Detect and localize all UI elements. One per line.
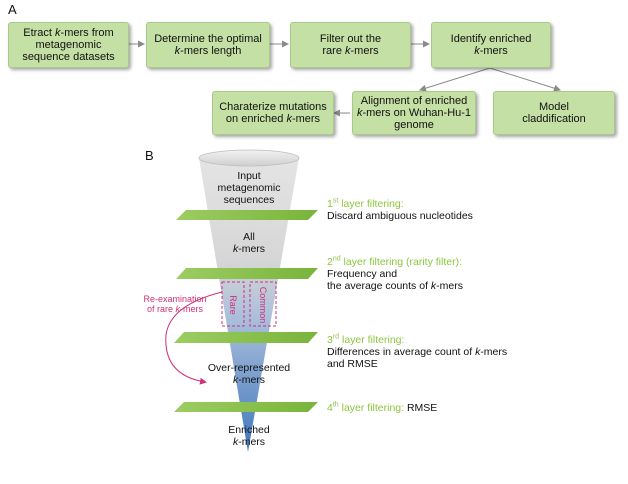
- step-optimal-length: Determine the optimal k-mers length: [146, 22, 270, 68]
- arrow-4-7: [489, 67, 561, 92]
- funnel-top-rim: [198, 149, 300, 167]
- stage-enriched: Enriched k-mers: [199, 424, 299, 448]
- layer-1-title: 1st layer filtering:: [327, 197, 404, 211]
- rare-region: [221, 281, 245, 327]
- stage-all-line1: All: [243, 231, 255, 243]
- panel-a-arrows: [129, 40, 561, 117]
- step-extract-kmers: Etract k-mers from metagenomic sequence …: [8, 22, 129, 68]
- stage-overrep-line2: k-mers: [232, 374, 266, 386]
- filter-plane-4: [174, 402, 318, 412]
- layer-4-desc: RMSE: [406, 402, 438, 414]
- reexamination-label: Re-examination of rare k-mers: [136, 294, 214, 314]
- step-1-line1: Etract k-mers from: [23, 27, 114, 39]
- step-alignment: Alignment of enriched k-mers on Wuhan-Hu…: [352, 91, 476, 135]
- layer-3-title: 3rd layer filtering:: [327, 333, 405, 347]
- layer-4-title: 4th layer filtering:: [327, 401, 407, 415]
- stage-input-line2: metagenomic: [217, 182, 281, 194]
- step-3-line2: rare k-mers: [322, 45, 379, 57]
- step-4-line1: Identify enriched: [450, 33, 532, 45]
- stage-enriched-line2: k-mers: [232, 436, 266, 448]
- layer-3-desc1: Differences in average count of k-mers: [327, 346, 508, 358]
- rare-label: Rare: [228, 295, 238, 315]
- step-characterize-mutations: Charaterize mutations on enriched k-mers: [212, 91, 334, 135]
- step-3-line1: Filter out the: [319, 33, 382, 45]
- step-6-line2: k-mers on Wuhan-Hu-1: [356, 107, 472, 119]
- stage-overrep-line1: Over-represented: [207, 362, 291, 374]
- stage-enriched-line1: Enriched: [228, 424, 270, 436]
- layer-1-text: 1st layer filtering: Discard ambiguous n…: [327, 197, 617, 223]
- step-2-line1: Determine the optimal: [154, 33, 262, 45]
- stage-all-line2: k-mers: [232, 243, 266, 255]
- layer-4-text: 4th layer filtering: RMSE: [327, 401, 617, 415]
- layer-2-desc2: the average counts of k-mers: [327, 280, 463, 292]
- reexamination-arrow: [165, 291, 223, 385]
- step-5-line1: Charaterize mutations: [219, 101, 327, 113]
- stage-overrepresented: Over-represented k-mers: [194, 362, 304, 386]
- step-model-classification: Model claddification: [493, 91, 615, 135]
- filter-plane-3: [174, 332, 318, 343]
- stage-input-line3: sequences: [223, 194, 275, 206]
- layer-2-desc1: Frequency and: [327, 268, 398, 280]
- step-6-line3: genome: [394, 119, 434, 131]
- step-1-line2: metagenomic: [35, 39, 102, 51]
- panel-a-label: A: [8, 2, 17, 17]
- layer-3-desc2: and RMSE: [327, 358, 378, 370]
- filter-plane-2: [176, 268, 318, 279]
- step-4-line2: k-mers: [474, 45, 508, 57]
- step-2-line2: k-mers length: [174, 45, 242, 57]
- step-6-line1: Alignment of enriched: [360, 95, 468, 107]
- step-1-line3: sequence datasets: [22, 51, 115, 63]
- common-label: Common: [258, 286, 268, 324]
- arrow-4-6: [419, 67, 491, 92]
- reexam-line2: of rare k-mers: [146, 304, 203, 314]
- funnel-body: [199, 158, 299, 452]
- stage-input: Input metagenomic sequences: [199, 170, 299, 206]
- layer-2-text: 2nd layer filtering (rarity filter): Fre…: [327, 255, 617, 293]
- step-5-line2: on enriched k-mers: [225, 113, 321, 125]
- step-filter-rare: Filter out the rare k-mers: [290, 22, 411, 68]
- layer-3-text: 3rd layer filtering: Differences in aver…: [327, 333, 622, 371]
- panel-b-label: B: [145, 148, 154, 163]
- stage-all-kmers: All k-mers: [199, 231, 299, 255]
- filter-plane-1: [176, 210, 318, 220]
- layer-2-title: 2nd layer filtering (rarity filter):: [327, 255, 462, 269]
- step-identify-enriched: Identify enriched k-mers: [431, 22, 551, 68]
- reexam-line1: Re-examination: [143, 294, 207, 304]
- step-7-line2: claddification: [522, 113, 586, 125]
- stage-input-line1: Input: [237, 170, 261, 182]
- layer-1-desc: Discard ambiguous nucleotides: [327, 210, 473, 222]
- common-region: [249, 281, 277, 327]
- step-7-line1: Model: [539, 101, 569, 113]
